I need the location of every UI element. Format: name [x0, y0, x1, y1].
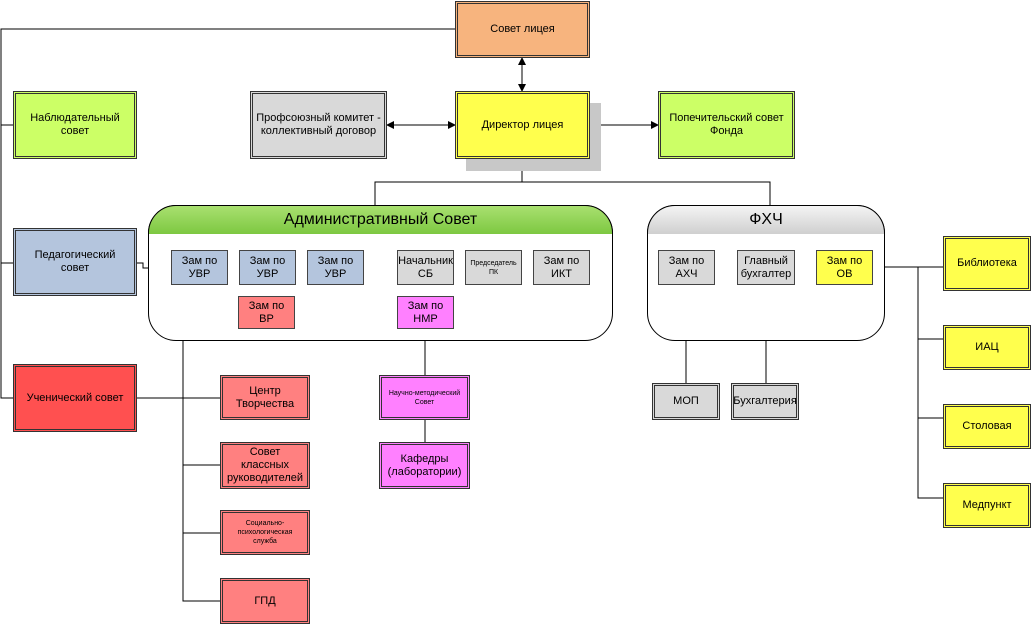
zam-uvr-1-box: Зам по УВР	[171, 250, 228, 285]
link-director-fhch	[522, 181, 771, 207]
pedagogichesky-box: Педагогический совет	[13, 228, 137, 296]
nauchno-metod-box: Научно-методический Совет	[379, 375, 470, 420]
buhgalteriya-box: Бухгалтерия	[731, 383, 799, 420]
medpunkt-box: Медпункт	[943, 483, 1031, 528]
tsentr-tvorchestva-box: Центр Творчества	[220, 375, 310, 420]
profsoyuz-box: Профсоюзный комитет - коллективный догов…	[250, 91, 387, 159]
direktor-box: Директор лицея	[455, 91, 590, 159]
stolovaya-box: Столовая	[943, 404, 1031, 449]
social-service-box: Социально-психологическая служба	[220, 510, 310, 555]
zam-vr-box: Зам по ВР	[238, 296, 295, 329]
zam-uvr-2-box: Зам по УВР	[239, 250, 296, 285]
admin-sovet-title: Административный Совет	[148, 205, 613, 234]
zam-uvr-3-box: Зам по УВР	[307, 250, 364, 285]
fhch-title: ФХЧ	[647, 205, 885, 234]
biblioteka-box: Библиотека	[943, 236, 1031, 291]
zam-ahch-box: Зам по АХЧ	[658, 250, 715, 285]
zam-ov-box: Зам по ОВ	[816, 250, 873, 285]
mop-box: МОП	[652, 383, 720, 420]
zam-nmr-box: Зам по НМР	[397, 296, 454, 329]
iac-box: ИАЦ	[943, 325, 1031, 370]
predsedatel-pk-box: Председатель ПК	[465, 250, 522, 285]
popechitelsky-box: Попечительский совет Фонда	[658, 91, 795, 159]
kafedry-box: Кафедры (лаборатории)	[379, 442, 470, 489]
left-spine-line	[0, 28, 455, 399]
sovet-liceya-box: Совет лицея	[455, 1, 590, 58]
nablyudatelny-box: Наблюдательный совет	[13, 91, 137, 159]
nachalnik-sb-box: Начальник СБ	[397, 250, 454, 285]
gpd-box: ГПД	[220, 578, 310, 624]
zam-ikt-box: Зам по ИКТ	[533, 250, 590, 285]
sovet-klassnyh-box: Совет классных руководителей	[220, 442, 310, 489]
link-ov-spine	[917, 267, 943, 499]
uchenichesky-box: Ученический совет	[13, 364, 137, 432]
glavny-buhgalter-box: Главный бухгалтер	[737, 250, 795, 285]
